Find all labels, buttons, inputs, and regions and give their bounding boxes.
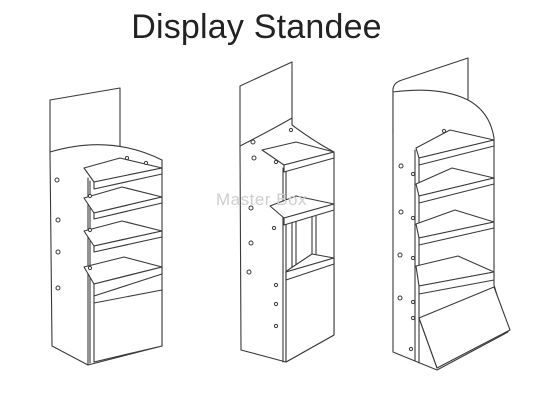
base-front-panel [93, 289, 163, 363]
standee-1 [49, 87, 163, 366]
page-title: Display Standee [131, 8, 382, 46]
standee-2 [239, 61, 335, 363]
standee-3 [392, 57, 511, 371]
watermark-text: Master Box [216, 190, 307, 209]
